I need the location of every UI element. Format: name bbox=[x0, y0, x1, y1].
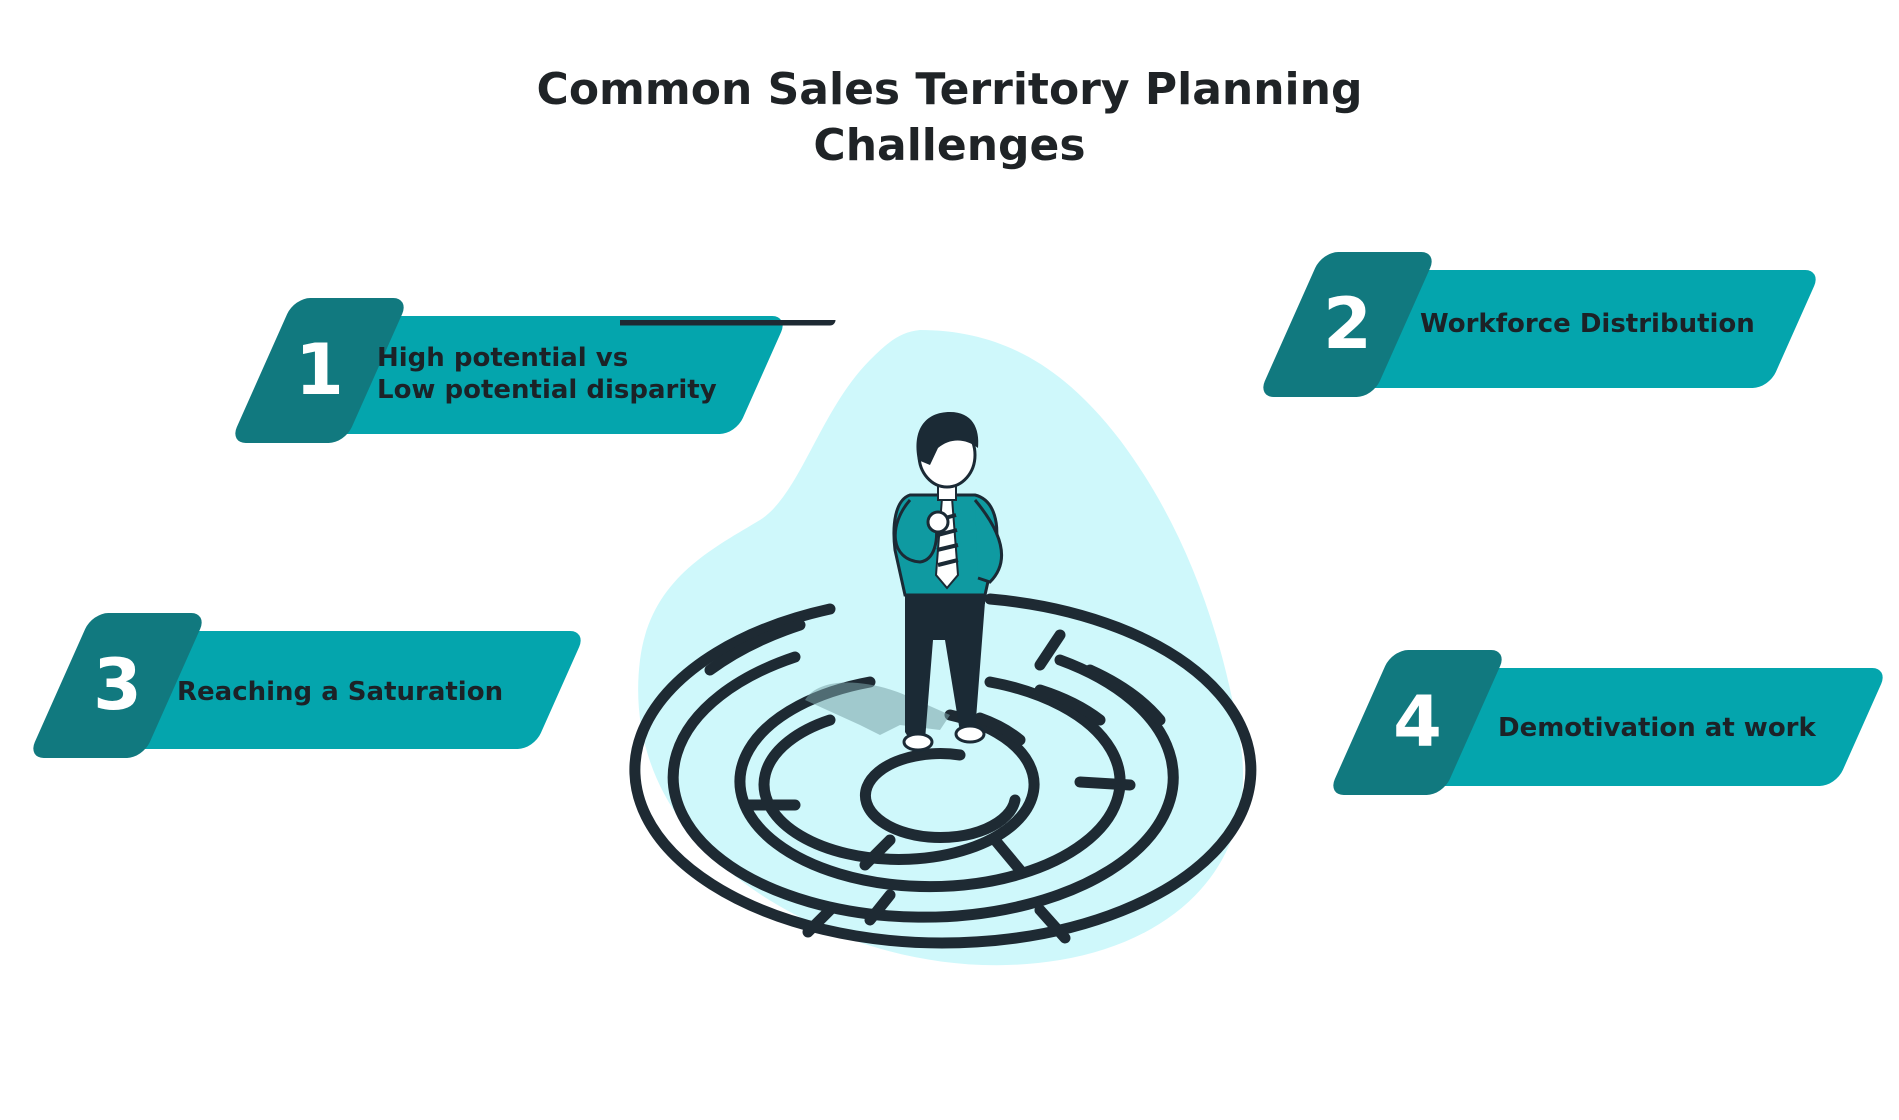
challenge-label: Workforce Distribution bbox=[1420, 308, 1755, 340]
challenge-number: 2 bbox=[1323, 283, 1372, 365]
challenge-label-line-1: Workforce Distribution bbox=[1420, 309, 1755, 339]
challenge-label: Demotivation at work bbox=[1498, 712, 1816, 744]
challenge-label-line-1: High potential vs bbox=[377, 343, 629, 373]
title-line-1: Common Sales Territory Planning bbox=[536, 64, 1363, 115]
challenge-label: Reaching a Saturation bbox=[177, 676, 503, 708]
thinking-person bbox=[892, 412, 1004, 752]
challenge-card-2: 2 Workforce Distribution bbox=[1257, 252, 1822, 397]
challenge-card-4: 4 Demotivation at work bbox=[1327, 650, 1890, 795]
page-title: Common Sales Territory Planning Challeng… bbox=[0, 62, 1899, 174]
circular-maze bbox=[620, 320, 1257, 949]
challenge-number: 1 bbox=[295, 329, 344, 411]
maze-illustration bbox=[620, 320, 1257, 966]
challenge-label-line-1: Reaching a Saturation bbox=[177, 677, 504, 707]
challenge-label-line-1: Demotivation at work bbox=[1498, 713, 1816, 743]
challenge-label-line-2: Low potential disparity bbox=[377, 375, 717, 405]
challenge-number: 4 bbox=[1393, 681, 1442, 763]
challenge-card-1: 1 High potential vs Low potential dispar… bbox=[229, 298, 792, 443]
challenge-label: High potential vs Low potential disparit… bbox=[377, 342, 717, 406]
title-line-2: Challenges bbox=[813, 120, 1086, 171]
challenge-card-3: 3 Reaching a Saturation bbox=[27, 613, 590, 758]
challenge-number: 3 bbox=[93, 644, 142, 726]
